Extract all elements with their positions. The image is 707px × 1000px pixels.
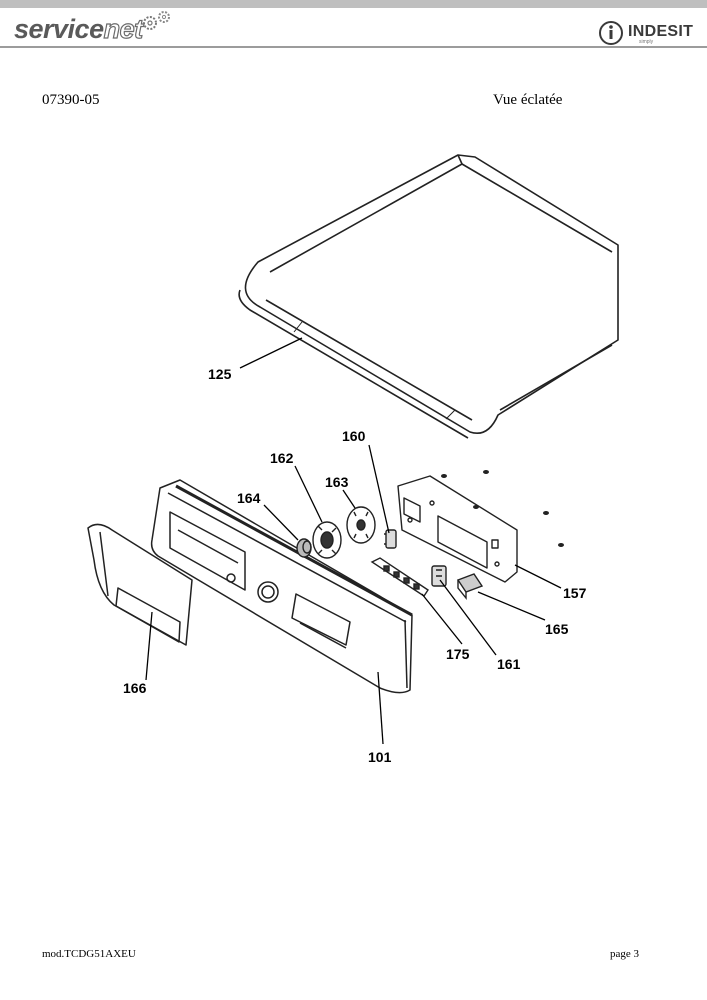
page-number: page 3	[610, 948, 640, 960]
callout-160: 160	[342, 428, 366, 444]
model-code: 07390-05	[42, 92, 100, 108]
part-125-lid	[238, 154, 619, 439]
screws	[441, 470, 564, 547]
part-163-encoder-disc	[346, 506, 376, 544]
part-160-switch	[384, 529, 397, 549]
part-157-pcb	[397, 475, 518, 583]
callout-125: 125	[208, 366, 232, 382]
callout-101: 101	[368, 749, 392, 765]
callout-165: 165	[545, 621, 569, 637]
part-175-button-strip	[370, 557, 429, 597]
callout-166: 166	[123, 680, 147, 696]
callout-161: 161	[497, 656, 521, 672]
part-161-connector	[431, 565, 447, 587]
view-title: Vue éclatée	[493, 92, 563, 108]
callout-175: 175	[446, 646, 470, 662]
callout-164: 164	[237, 490, 261, 506]
part-101-control-panel	[150, 479, 413, 694]
callout-162: 162	[270, 450, 294, 466]
callout-163: 163	[325, 474, 349, 490]
gears-icon	[143, 11, 170, 30]
part-164-knob	[296, 538, 312, 558]
indesit-logo-icon	[599, 21, 623, 45]
part-166-drawer	[87, 523, 193, 646]
leader-lines	[145, 337, 562, 745]
brand-name: INDESIT	[628, 23, 694, 40]
header-top-bar	[0, 0, 707, 8]
part-162-selector-wheel	[312, 521, 342, 559]
callout-labels: 125 160 162 163 164 157 165 175 161 166 …	[123, 366, 587, 765]
footer-model: mod.TCDG51AXEU	[42, 948, 136, 960]
brand-tagline: simply	[639, 39, 654, 45]
header-divider	[0, 46, 707, 48]
callout-157: 157	[563, 585, 587, 601]
servicenet-logo: servicenet	[14, 13, 144, 44]
part-165-block	[456, 573, 484, 600]
